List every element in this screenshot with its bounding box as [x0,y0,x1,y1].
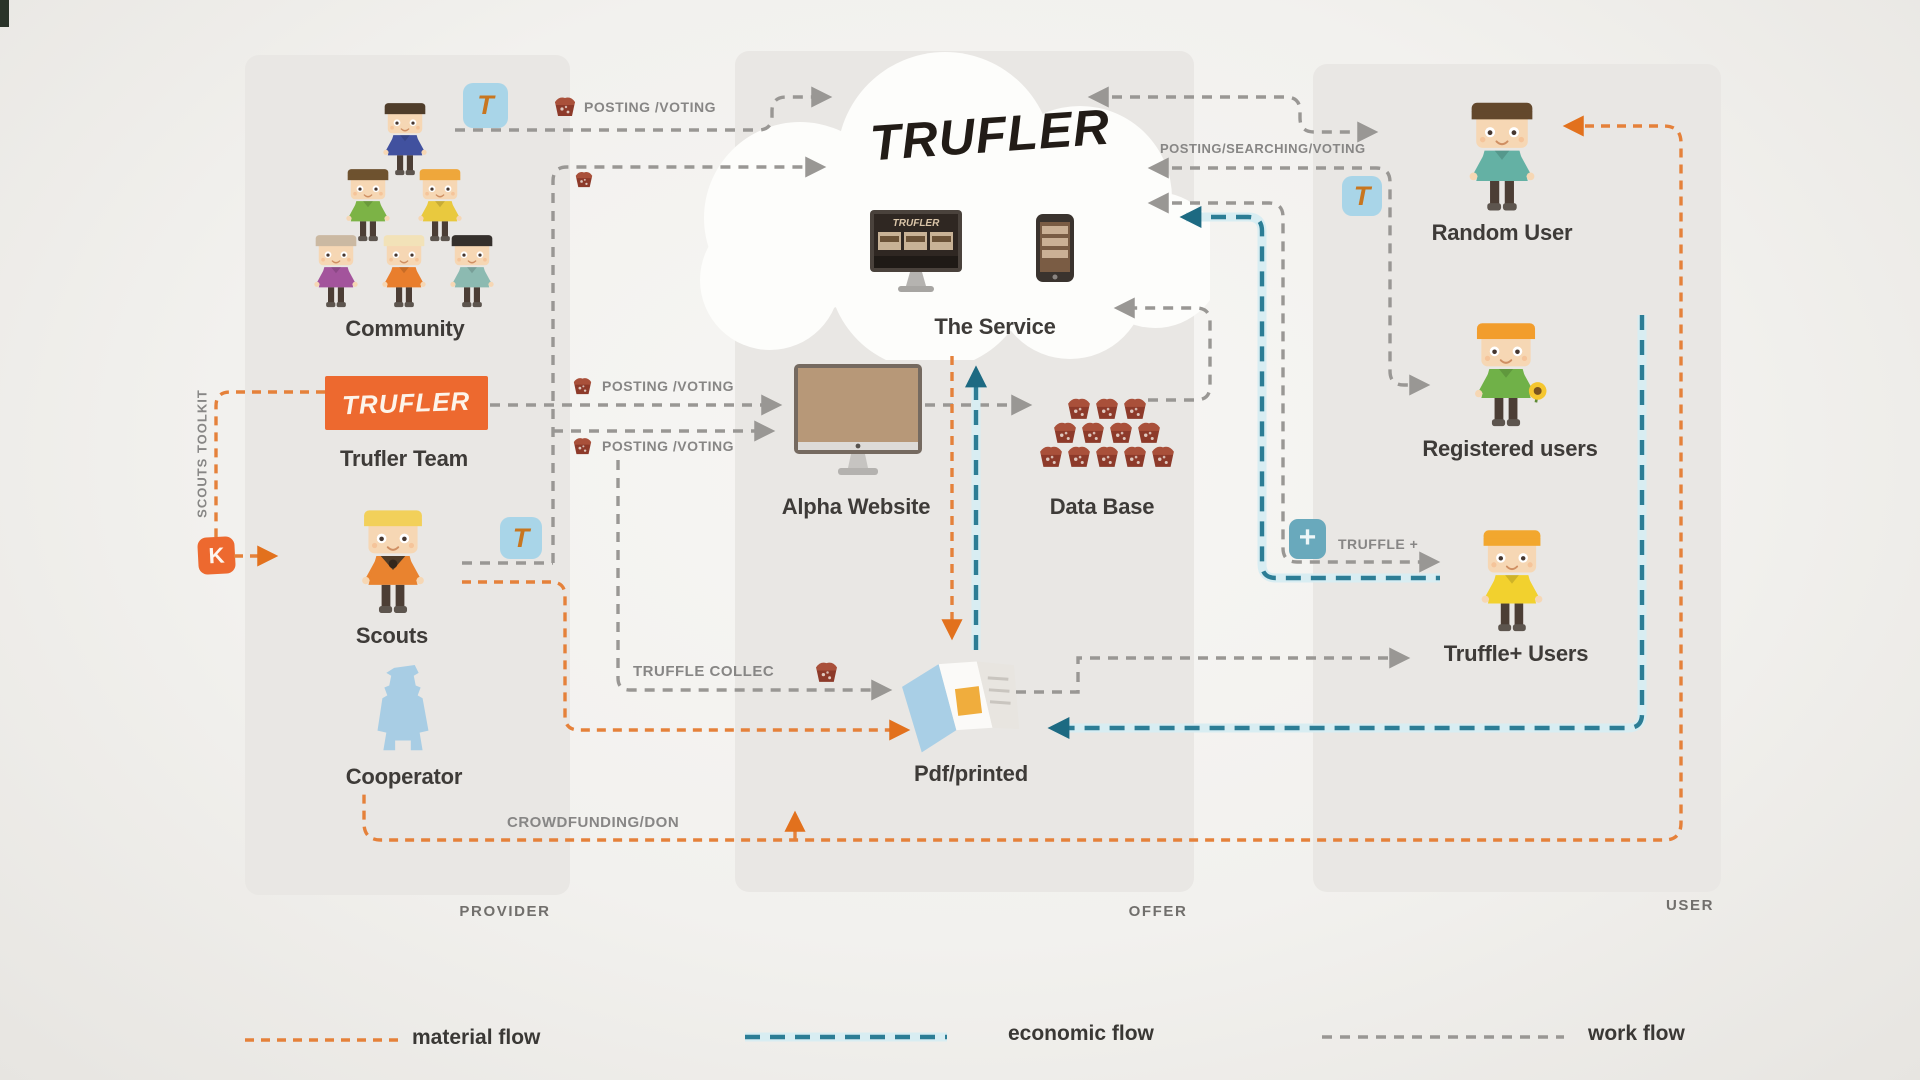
trufler-team-logo-box: TRUFLER [325,376,488,430]
scouts-figure [349,506,437,620]
cooperator-label: Cooperator [345,764,463,789]
k-badge-letter: K [207,542,226,568]
trufler-team-logo-text: TRUFLER [341,385,472,420]
crowdfunding-annotation: CROWDFUNDING/DON [507,814,680,831]
truffle-icon-mid1 [573,378,592,395]
cooperator-figure [377,664,429,751]
truffle-icon-corner [575,172,593,188]
pdf-printed-icon [902,661,1020,753]
truffle-collect-annotation: TRUFFLE COLLEC [633,663,775,680]
service-screen-logo: TRUFLER [893,218,940,229]
service-monitor: TRUFLER [870,210,962,292]
provider-column-label: PROVIDER [459,903,551,920]
truffleplus-user-figure [1468,526,1556,638]
registered-users-label: Registered users [1422,436,1598,461]
alpha-website-label: Alpha Website [781,494,931,519]
user-column-label: USER [1665,897,1715,914]
community-label: Community [345,316,465,341]
truffle-icon-mid2 [573,438,592,455]
k-badge-kickstarter: K [197,536,236,575]
t-badge-letter: T [512,522,530,553]
posting-voting-mid1-annotation: POSTING /VOTING [602,378,734,394]
photo-edge-artifact [0,0,9,27]
plus-badge-truffleplus: + [1289,519,1326,559]
the-service-label: The Service [934,314,1056,339]
scouts-toolkit-annotation: SCOUTS TOOLKIT [194,389,210,518]
t-badge-scouts: T [500,517,542,559]
random-user-label: Random User [1431,220,1573,245]
legend-work-flow-label: work flow [1588,1022,1685,1045]
legend-material-flow-label: material flow [412,1026,541,1049]
community-figure-6 [441,232,503,312]
posting-voting-mid2-annotation: POSTING /VOTING [602,438,734,454]
posting-searching-voting-annotation: POSTING/SEARCHING/VOTING [1160,141,1366,156]
t-badge-community: T [463,83,508,128]
registered-user-figure [1462,318,1547,434]
service-phone [1036,214,1074,282]
trufler-team-label: Trufler Team [339,446,468,471]
plus-badge-glyph: + [1298,520,1317,554]
truffleplus-users-label: Truffle+ Users [1443,641,1589,666]
posting-voting-top-annotation: POSTING /VOTING [584,99,716,115]
truffle-plus-annotation: TRUFFLE + [1338,536,1419,552]
scouts-label: Scouts [355,623,429,648]
offer-column-label: OFFER [1128,903,1188,920]
random-user-figure [1456,98,1548,218]
community-figure-5 [373,232,435,312]
t-badge-letter: T [1353,180,1371,211]
legend-economic-flow-label: economic flow [1008,1022,1154,1045]
alpha-website-monitor [794,364,922,475]
t-badge-letter: T [477,90,494,120]
pdf-printed-label: Pdf/printed [914,761,1028,786]
community-figure-4 [305,232,367,312]
data-base-label: Data Base [1049,494,1155,519]
t-badge-random-user: T [1342,176,1382,216]
